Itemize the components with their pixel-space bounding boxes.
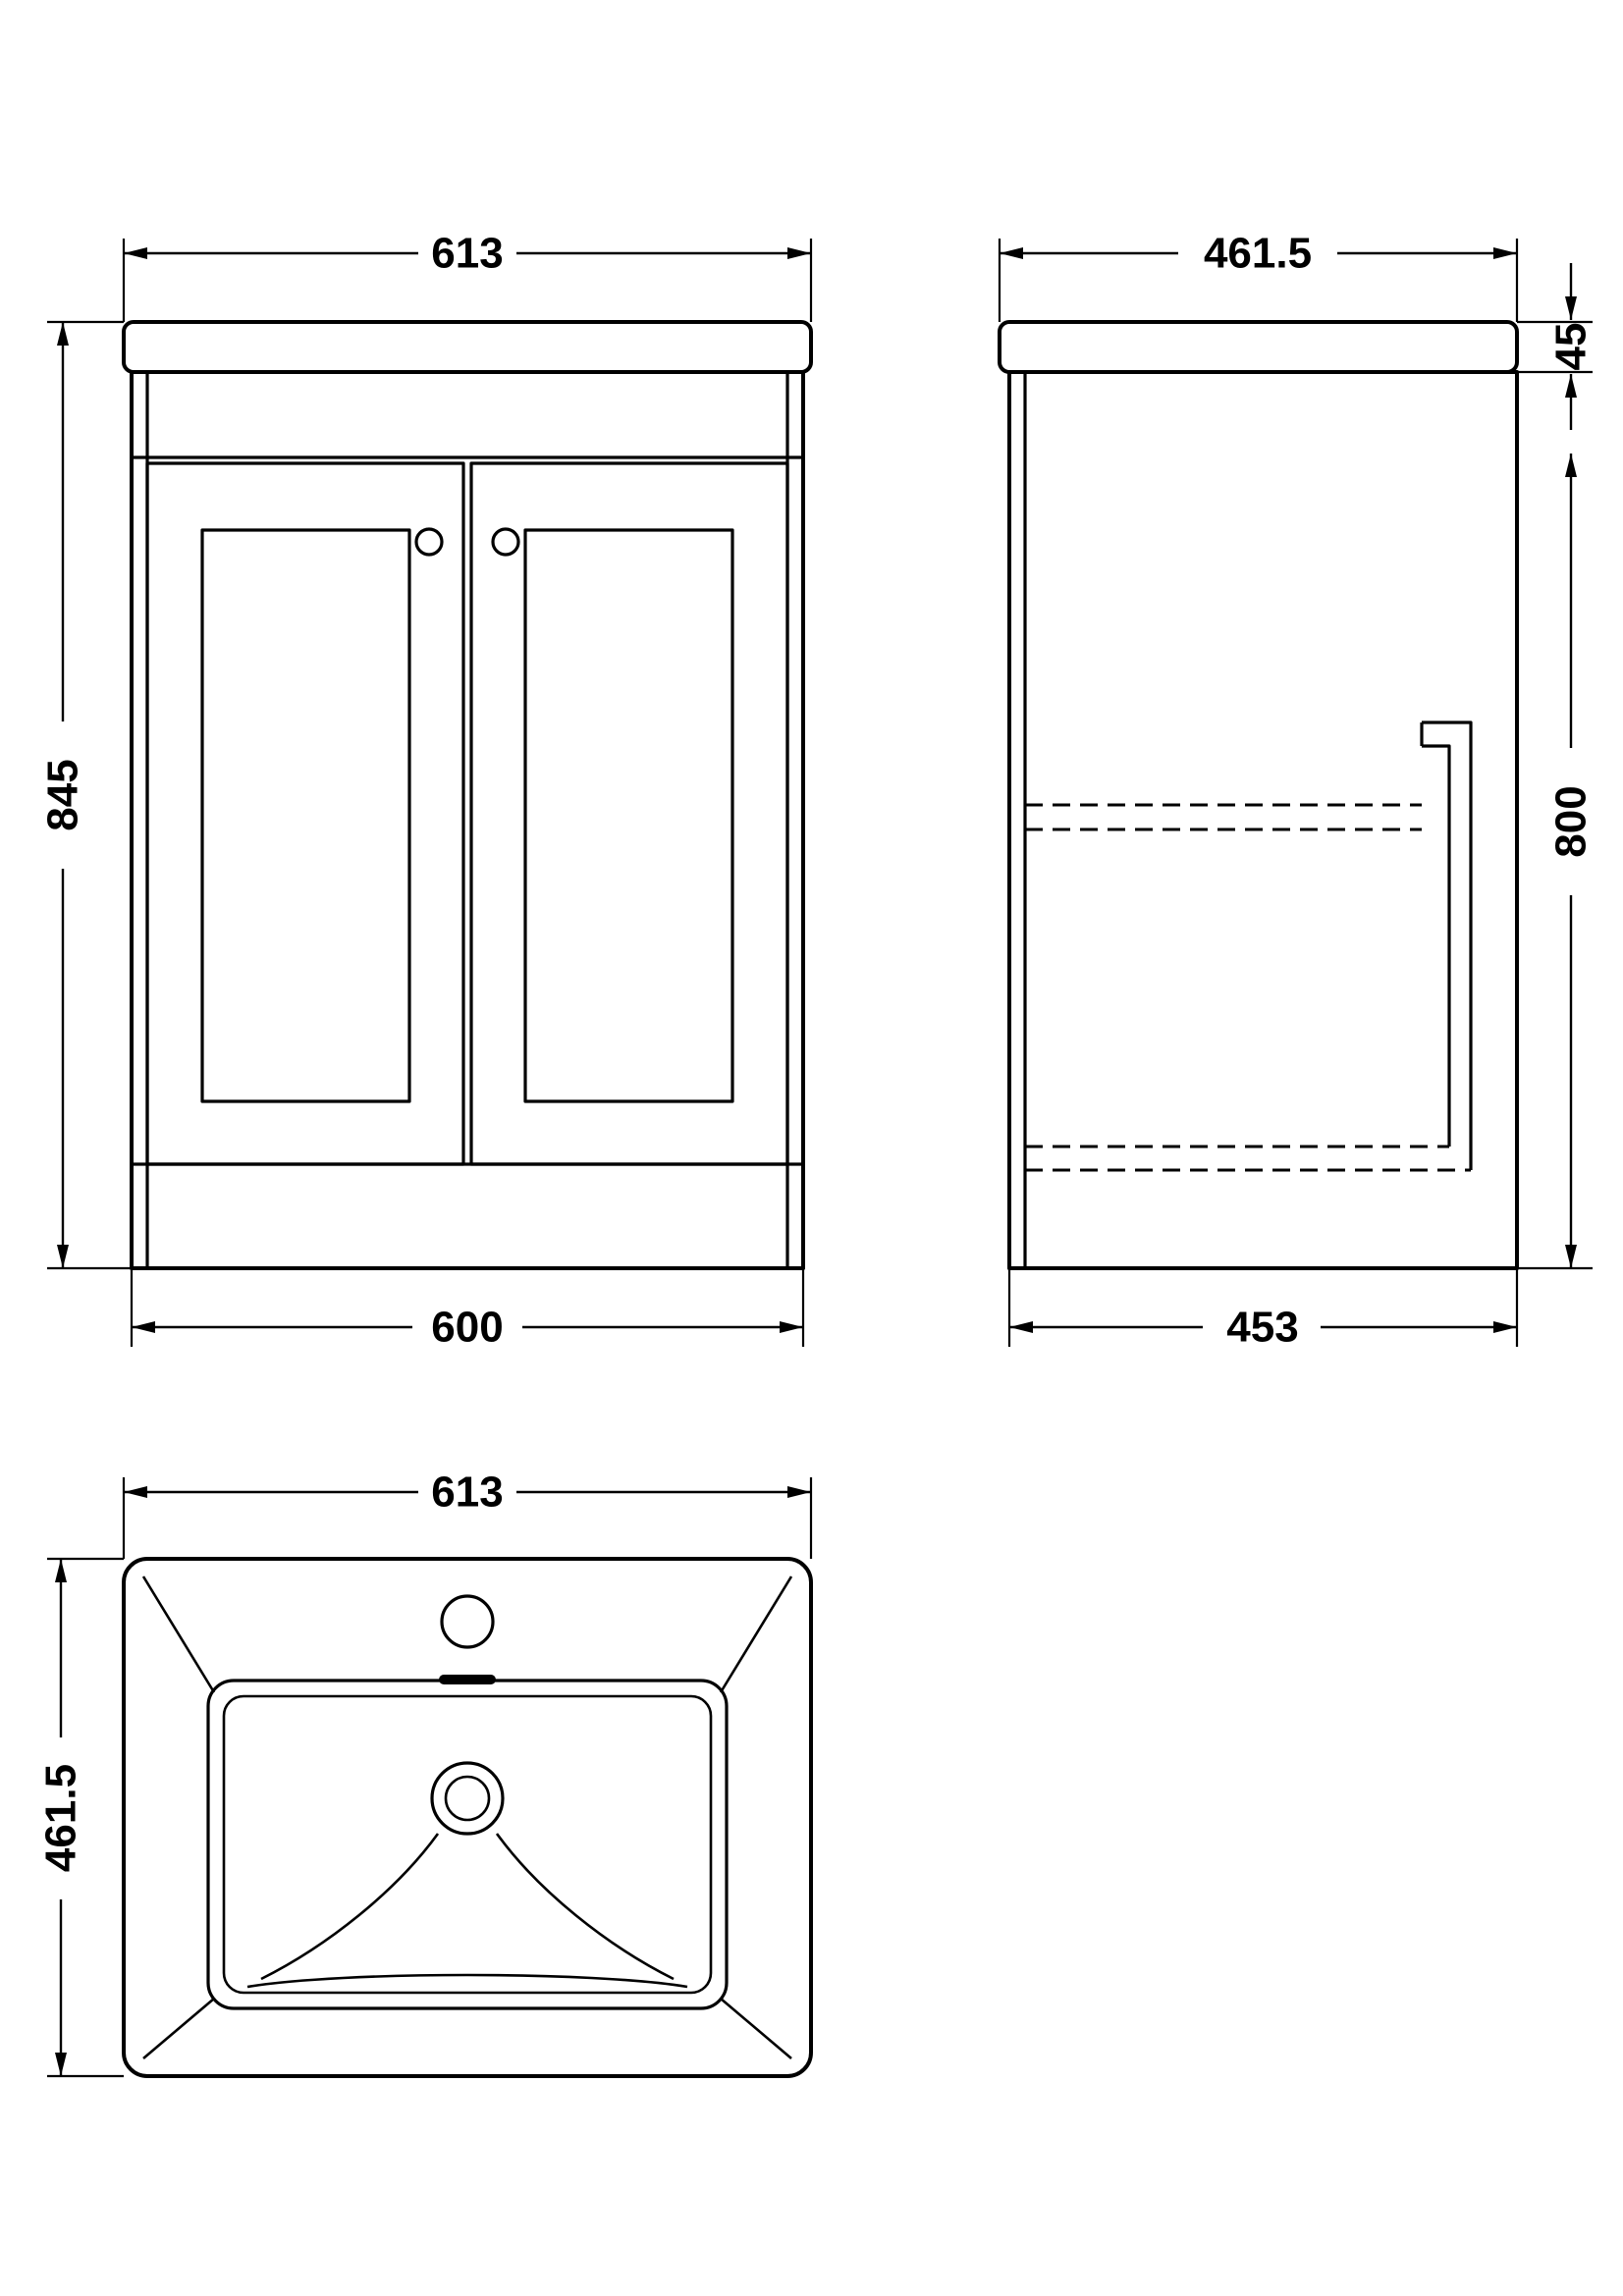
- basin-corner-line: [141, 1575, 216, 1693]
- basin-outer-rim: [122, 1557, 813, 2078]
- plan-view: 613 461.5: [37, 1468, 813, 2078]
- front-dim-width-top-label: 613: [431, 230, 503, 278]
- front-right-door-knob: [491, 527, 520, 557]
- basin-corner-line: [719, 1575, 793, 1693]
- front-dim-height: 845: [39, 320, 132, 1270]
- side-dim-cabinet-height: 800: [1517, 454, 1596, 1270]
- basin-bowl-inner-wall: [222, 1694, 713, 1995]
- plan-dim-depth-label: 461.5: [37, 1764, 85, 1872]
- basin-bowl-rim: [206, 1679, 729, 2010]
- side-view: 461.5 45 800 453: [998, 230, 1596, 1352]
- side-cabinet-body: [1007, 370, 1519, 1270]
- front-dim-width-top: 613: [122, 230, 813, 322]
- front-right-door-panel: [523, 528, 734, 1103]
- front-cabinet-body: [130, 370, 805, 1270]
- plan-dim-width-label: 613: [431, 1468, 503, 1517]
- basin-corner-line: [720, 1998, 792, 2059]
- side-dim-depth-top: 461.5: [998, 230, 1519, 322]
- plan-dim-depth: 461.5: [37, 1557, 124, 2078]
- side-dim-depth-bottom-label: 453: [1226, 1304, 1298, 1352]
- bowl-contour-left: [260, 1833, 440, 1981]
- front-worktop: [122, 320, 813, 374]
- front-left-door: [145, 461, 465, 1166]
- side-dim-depth-top-label: 461.5: [1204, 230, 1312, 278]
- side-dim-worktop-thickness-label: 45: [1547, 323, 1596, 371]
- front-right-door: [469, 461, 789, 1166]
- drain-hole: [444, 1775, 491, 1822]
- bowl-contour-front: [246, 1973, 688, 1989]
- drain-outer-ring: [430, 1761, 505, 1836]
- bowl-contour-right: [495, 1833, 675, 1981]
- side-worktop: [998, 320, 1519, 374]
- cutout-inner-line: [1422, 744, 1451, 1147]
- front-view: 613 845 600: [39, 230, 813, 1352]
- front-left-door-panel: [200, 528, 411, 1103]
- front-dim-width-bottom-label: 600: [431, 1304, 503, 1352]
- side-dim-worktop-thickness: 45: [1517, 263, 1596, 430]
- tap-hole: [440, 1594, 495, 1649]
- side-dim-cabinet-height-label: 800: [1547, 785, 1596, 857]
- plan-dim-width: 613: [122, 1468, 813, 1559]
- front-dim-width-bottom: 600: [130, 1268, 805, 1352]
- overflow-slot: [439, 1675, 496, 1684]
- side-service-void-cutout: [1420, 721, 1473, 1170]
- front-left-door-knob: [414, 527, 444, 557]
- front-dim-height-label: 845: [39, 759, 87, 830]
- side-dim-depth-bottom: 453: [1007, 1268, 1519, 1352]
- cutout-outer-line: [1422, 721, 1473, 1170]
- basin-corner-line: [142, 1998, 215, 2059]
